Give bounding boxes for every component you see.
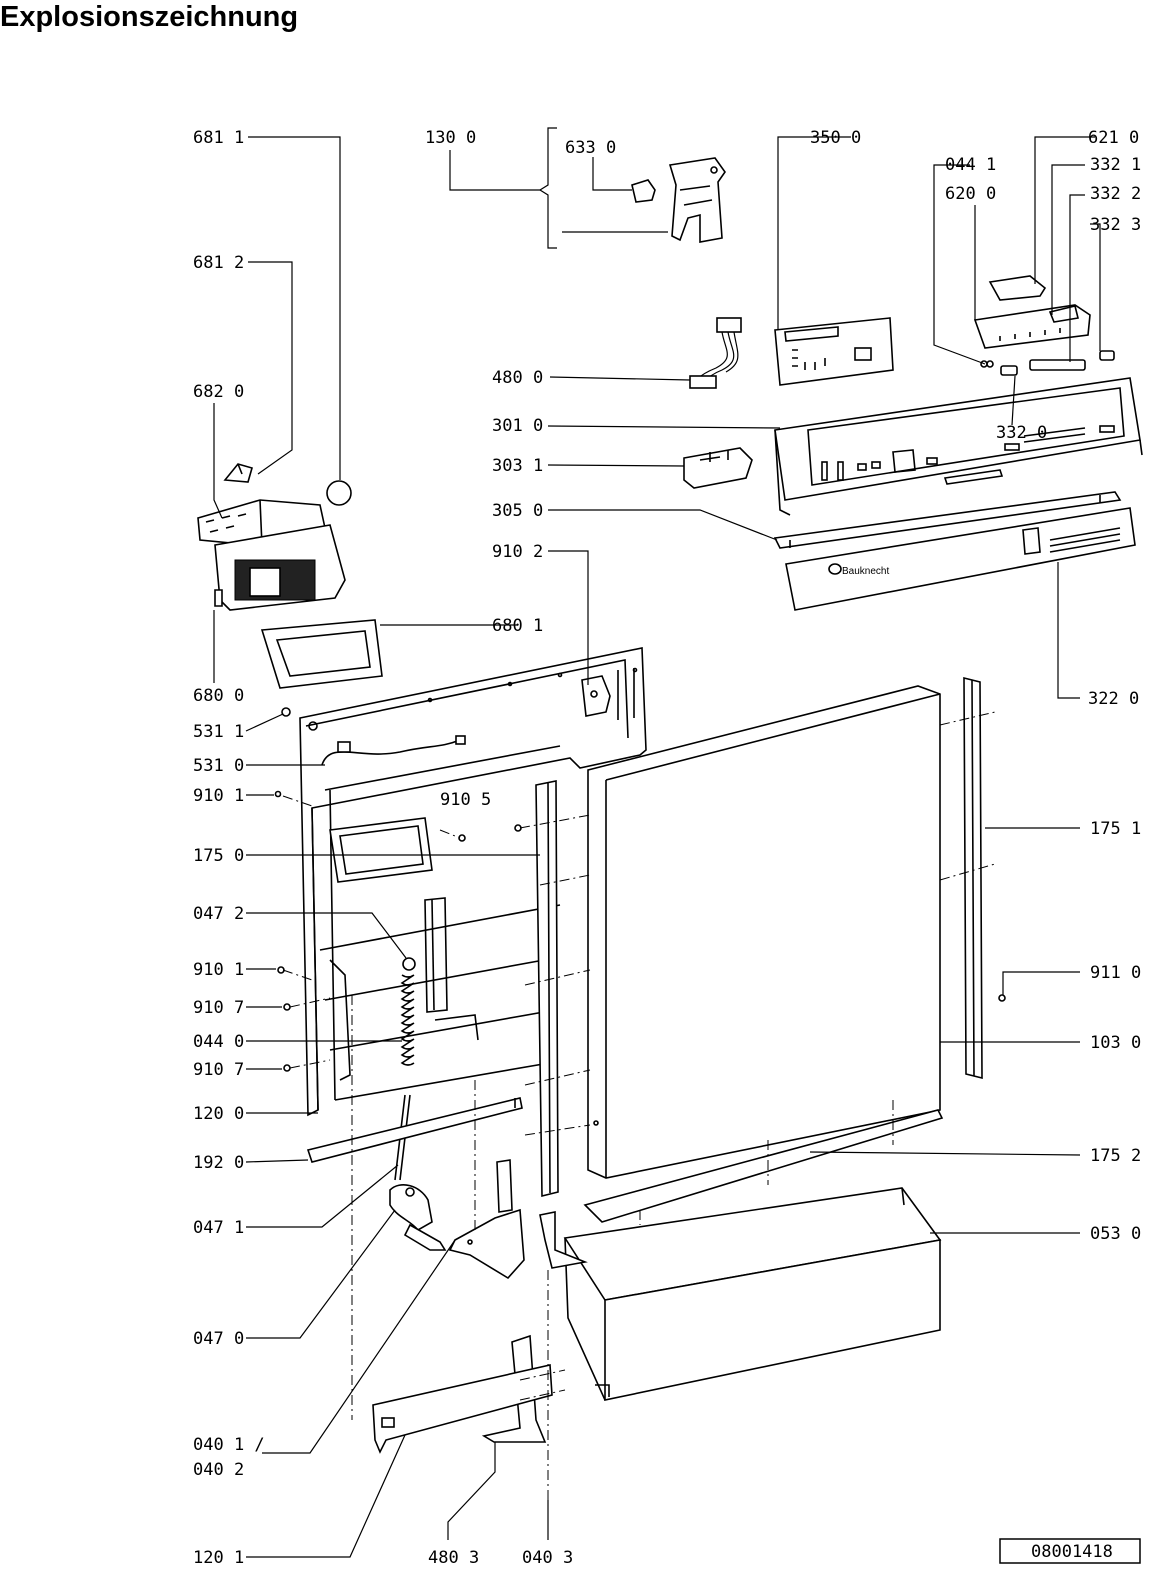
label-620-0: 620 0 bbox=[945, 184, 996, 204]
label-044-0: 044 0 bbox=[193, 1032, 244, 1052]
label-120-1: 120 1 bbox=[193, 1548, 244, 1568]
label-480-0: 480 0 bbox=[492, 368, 543, 388]
label-910-2: 910 2 bbox=[492, 542, 543, 562]
part-switch-block-620-0 bbox=[973, 304, 1091, 349]
part-rail-192-0 bbox=[306, 1097, 523, 1163]
part-hinge-047-0 bbox=[389, 1184, 447, 1251]
part-harness-480-0 bbox=[689, 317, 742, 389]
part-latch-130-0 bbox=[631, 157, 726, 243]
label-130-0: 130 0 bbox=[425, 128, 476, 148]
label-053-0: 053 0 bbox=[1090, 1224, 1141, 1244]
label-040-3: 040 3 bbox=[522, 1548, 573, 1568]
part-strip-175-2 bbox=[583, 1109, 944, 1223]
part-spring-047-2 bbox=[394, 957, 416, 1181]
label-175-0: 175 0 bbox=[193, 846, 244, 866]
leader-lines bbox=[213, 127, 1101, 1558]
label-910-1-b: 910 1 bbox=[193, 960, 244, 980]
label-910-7-a: 910 7 bbox=[193, 998, 244, 1018]
drawing-number: 08001418 bbox=[1031, 1542, 1113, 1562]
part-kickplate-053-0 bbox=[563, 1187, 942, 1401]
part-bracket-480-3 bbox=[481, 1334, 547, 1443]
brand-logo: Bauknecht bbox=[842, 566, 889, 577]
label-332-2: 332 2 bbox=[1090, 184, 1141, 204]
label-040-1: 040 1 / bbox=[193, 1435, 265, 1455]
label-910-5: 910 5 bbox=[440, 790, 491, 810]
part-labels: 681 1 130 0 633 0 350 0 621 0 044 1 332 … bbox=[193, 128, 1141, 1568]
label-040-2: 040 2 bbox=[193, 1460, 244, 1480]
part-module-621-0 bbox=[988, 275, 1047, 301]
parts: Bauknecht bbox=[197, 157, 1143, 1454]
part-buttons-332 bbox=[980, 350, 1115, 376]
label-322-0: 322 0 bbox=[1088, 689, 1139, 709]
part-inner-door-120-0 bbox=[299, 647, 647, 1117]
label-047-1: 047 1 bbox=[193, 1218, 244, 1238]
label-192-0: 192 0 bbox=[193, 1153, 244, 1173]
label-103-0: 103 0 bbox=[1090, 1033, 1141, 1053]
part-board-350-0 bbox=[774, 317, 894, 386]
label-305-0: 305 0 bbox=[492, 501, 543, 521]
label-047-2: 047 2 bbox=[193, 904, 244, 924]
label-682-0: 682 0 bbox=[193, 382, 244, 402]
label-680-0: 680 0 bbox=[193, 686, 244, 706]
part-strip-175-0 bbox=[535, 780, 559, 1198]
label-120-0: 120 0 bbox=[193, 1104, 244, 1124]
label-680-1: 680 1 bbox=[492, 616, 543, 636]
label-332-0: 332 0 bbox=[996, 423, 1047, 443]
page-title: Explosionszeichnung bbox=[0, 1, 299, 33]
part-gasket-680-1 bbox=[260, 619, 383, 689]
label-332-1: 332 1 bbox=[1090, 155, 1141, 175]
label-301-0: 301 0 bbox=[492, 416, 543, 436]
label-350-0: 350 0 bbox=[810, 128, 861, 148]
part-bracket-040-3 bbox=[539, 1211, 588, 1269]
label-681-2: 681 2 bbox=[193, 253, 244, 273]
label-910-7-b: 910 7 bbox=[193, 1060, 244, 1080]
part-681-2 bbox=[223, 463, 253, 483]
part-dispenser-680-0 bbox=[197, 499, 346, 611]
label-910-1-a: 910 1 bbox=[193, 786, 244, 806]
label-681-1: 681 1 bbox=[193, 128, 244, 148]
label-044-1: 044 1 bbox=[945, 155, 996, 175]
part-door-103-0 bbox=[587, 685, 941, 1179]
part-strip-175-1 bbox=[963, 676, 983, 1080]
label-911-0: 911 0 bbox=[1090, 963, 1141, 983]
part-bracket-040-1 bbox=[448, 1159, 525, 1280]
label-531-0: 531 0 bbox=[193, 756, 244, 776]
label-175-2: 175 2 bbox=[1090, 1146, 1141, 1166]
assembly-lines bbox=[282, 711, 996, 1500]
part-681-1 bbox=[326, 480, 352, 506]
label-303-1: 303 1 bbox=[492, 456, 543, 476]
drawing-number-box: 08001418 bbox=[999, 1538, 1141, 1564]
part-control-panel-301-0 bbox=[774, 377, 1143, 516]
part-fascia-322-0: Bauknecht bbox=[785, 507, 1136, 611]
label-633-0: 633 0 bbox=[565, 138, 616, 158]
part-handle-303-1 bbox=[683, 447, 753, 489]
label-047-0: 047 0 bbox=[193, 1329, 244, 1349]
label-332-3: 332 3 bbox=[1090, 215, 1141, 235]
label-621-0: 621 0 bbox=[1088, 128, 1139, 148]
label-480-3: 480 3 bbox=[428, 1548, 479, 1568]
part-bracket-120-1 bbox=[372, 1364, 553, 1454]
part-strip-305-0 bbox=[773, 491, 1122, 549]
label-175-1: 175 1 bbox=[1090, 819, 1141, 839]
label-531-1: 531 1 bbox=[193, 722, 244, 742]
